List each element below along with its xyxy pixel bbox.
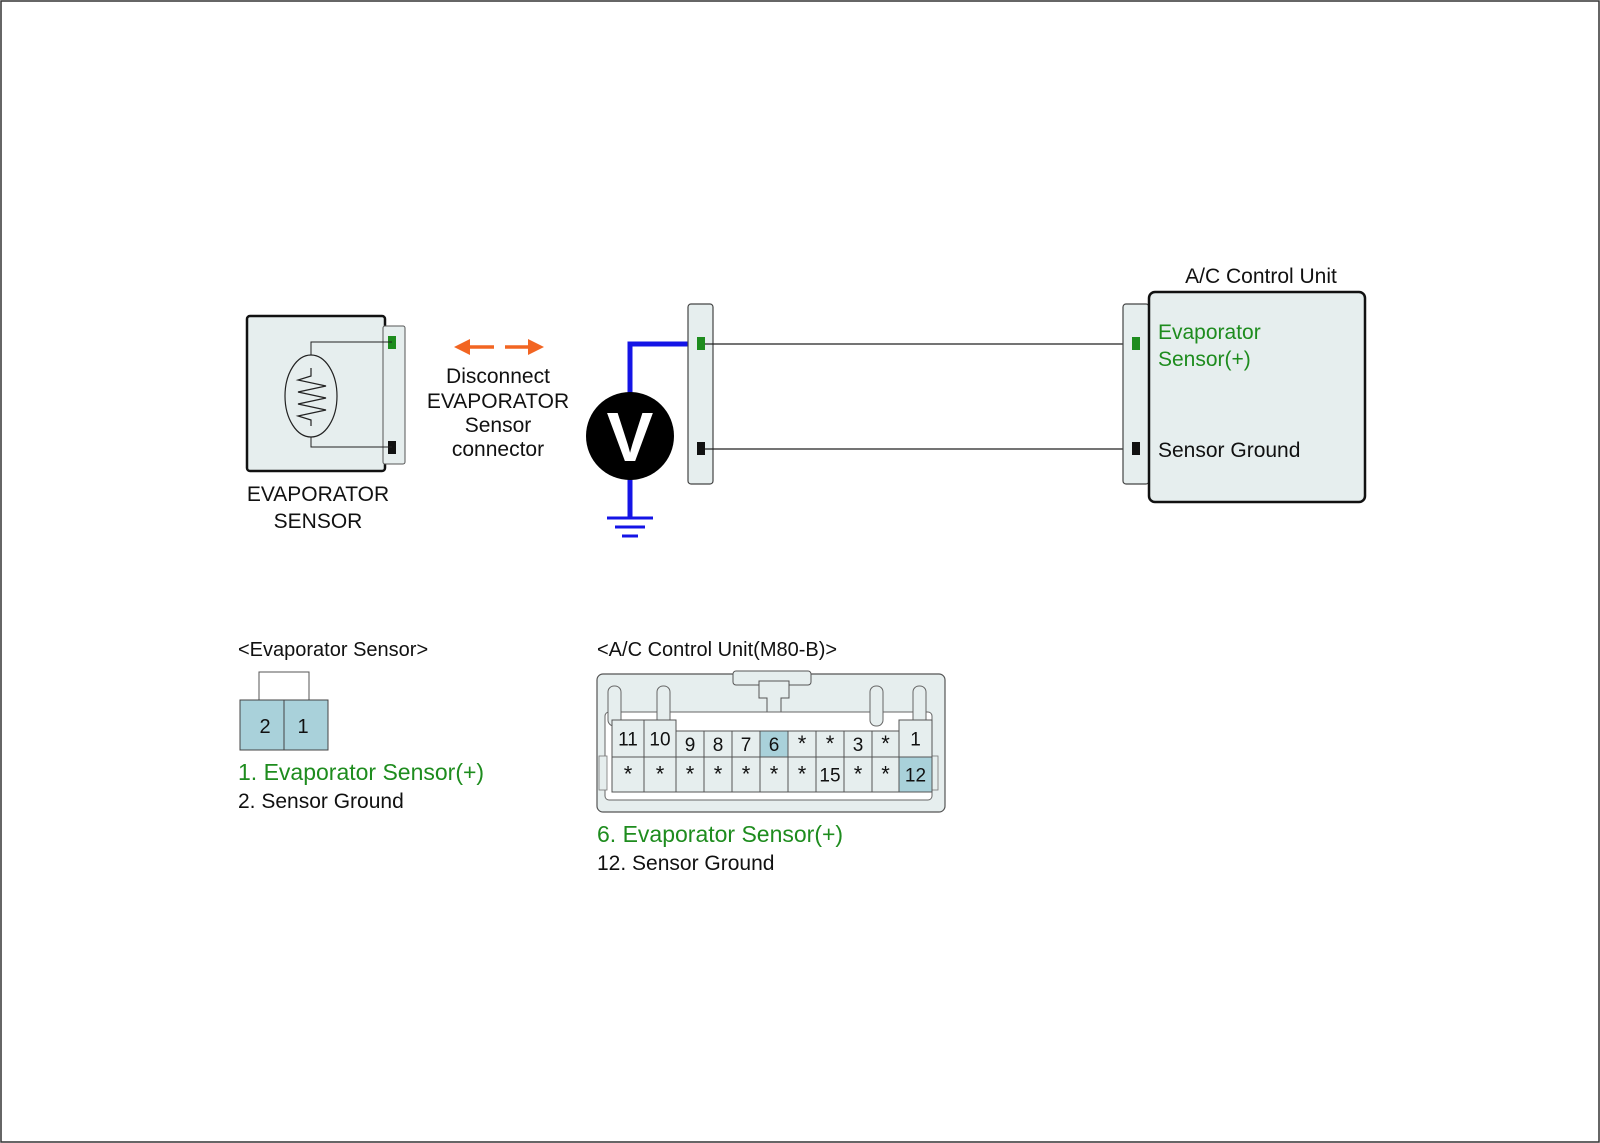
ecu-connector-pin-label: 3 xyxy=(853,735,864,756)
ecu-connector-pin-label: 1 xyxy=(910,730,921,751)
sensor-connector-latch xyxy=(258,671,310,701)
ecu-connector-pin-label: 11 xyxy=(618,730,638,751)
ecu-connector-pin-bottom-7 xyxy=(815,756,845,793)
ecu-connector-pin-bottom-0 xyxy=(611,756,645,793)
ecu-connector-pin-bottom-3 xyxy=(703,756,733,793)
ecu-connector-pin-bottom-4 xyxy=(731,756,761,793)
ecu-connector-housing xyxy=(1122,303,1150,485)
ac-control-unit: A/C Control Unit Evaporator Sensor(+) Se… xyxy=(1122,265,1367,504)
ecu-signal-label-line1: Evaporator xyxy=(1158,321,1261,344)
instruction-line1: Disconnect xyxy=(446,365,550,388)
ecu-pin-ground xyxy=(1132,442,1140,455)
ecu-connector-pin-top-1 xyxy=(643,719,677,758)
arrow-left-icon xyxy=(454,339,470,355)
sensor-name-line1: EVAPORATOR xyxy=(247,483,389,506)
ecu-connector-pin-label: * xyxy=(881,731,890,756)
ecu-title: A/C Control Unit xyxy=(1185,265,1337,288)
sensor-connector-title: <Evaporator Sensor> xyxy=(238,639,428,661)
ecu-connector-pin-bottom-2 xyxy=(675,756,705,793)
sensor-connector-detail: <Evaporator Sensor> 2 1 1. Evaporator Se… xyxy=(238,639,484,813)
instruction-line2: EVAPORATOR xyxy=(427,390,569,413)
ecu-connector-pin-label: * xyxy=(656,762,665,787)
ecu-connector-pin-bottom-9 xyxy=(871,756,900,793)
sensor-connector-pin-label: 1 xyxy=(297,716,308,738)
harness-connector-housing xyxy=(687,303,714,485)
ecu-connector-pin-label: 9 xyxy=(685,735,696,756)
ecu-connector-rail-left xyxy=(598,755,608,791)
ecu-connector-pin-label: 15 xyxy=(819,766,840,787)
ecu-connector-pin-top-4 xyxy=(731,730,761,758)
harness-connector xyxy=(687,303,714,485)
ecu-connector-pin-label: 7 xyxy=(741,735,752,756)
instruction-line3: Sensor xyxy=(465,414,532,437)
sensor-connector-housing xyxy=(382,325,406,465)
ecu-connector-pin-bottom-10 xyxy=(898,756,933,793)
ecu-connector-title: <A/C Control Unit(M80-B)> xyxy=(597,639,837,661)
instruction-line4: connector xyxy=(452,438,544,461)
sensor-connector-pin-label: 2 xyxy=(259,716,270,738)
voltmeter-symbol: V xyxy=(607,398,654,476)
sensor-connector-legend-signal: 1. Evaporator Sensor(+) xyxy=(238,759,484,785)
voltmeter: V xyxy=(586,341,701,538)
ecu-connector-pin-label: * xyxy=(770,762,779,787)
ecu-pin-signal xyxy=(1132,337,1140,350)
ecu-connector-pin-label: * xyxy=(686,762,695,787)
ecu-connector-pin-top-5 xyxy=(759,730,789,758)
voltmeter-icon xyxy=(586,392,674,480)
ecu-connector-pin-bottom-1 xyxy=(643,756,677,793)
ecu-connector-post xyxy=(869,685,884,727)
ecu-signal-label-line2: Sensor(+) xyxy=(1158,348,1251,371)
ecu-connector-legend-signal: 6. Evaporator Sensor(+) xyxy=(597,821,843,847)
ecu-connector-pin-top-6 xyxy=(787,730,817,758)
evaporator-sensor: EVAPORATOR SENSOR xyxy=(245,314,406,533)
ecu-connector-pin-label: * xyxy=(798,731,807,756)
resistor-zigzag-icon xyxy=(295,368,327,426)
ecu-body xyxy=(1147,290,1367,504)
ecu-ground-label: Sensor Ground xyxy=(1158,439,1300,462)
arrow-right-icon xyxy=(528,339,544,355)
sensor-name-line2: SENSOR xyxy=(274,510,363,533)
ecu-connector-pin-label: * xyxy=(881,762,890,787)
ecu-connector-pin-label: * xyxy=(854,762,863,787)
ecu-connector-pin-label: * xyxy=(714,762,723,787)
ecu-connector-pin-label: * xyxy=(826,731,835,756)
ecu-connector-pin-label: 6 xyxy=(769,735,780,756)
ecu-connector-pin-label: 12 xyxy=(905,766,926,787)
ecu-connector-pin-label: 10 xyxy=(649,730,670,751)
meter-lead-positive xyxy=(627,341,701,400)
sensor-connector-pin-1 xyxy=(283,699,329,751)
harness-pin-ground xyxy=(697,442,705,455)
disconnect-instruction: Disconnect EVAPORATOR Sensor connector xyxy=(427,339,569,461)
ecu-connector-pin-label: 8 xyxy=(713,735,724,756)
sensor-connector-legend-ground: 2. Sensor Ground xyxy=(238,790,404,813)
ecu-connector-pin-label: * xyxy=(624,762,633,787)
sensor-connector-pin-2 xyxy=(239,699,285,751)
ecu-connector-pin-top-10 xyxy=(898,719,933,758)
ecu-connector-pin-label: * xyxy=(742,762,751,787)
harness-pin-signal xyxy=(697,337,705,350)
ecu-connector-pin-label: * xyxy=(798,762,807,787)
ecu-connector-legend-ground: 12. Sensor Ground xyxy=(597,852,774,875)
